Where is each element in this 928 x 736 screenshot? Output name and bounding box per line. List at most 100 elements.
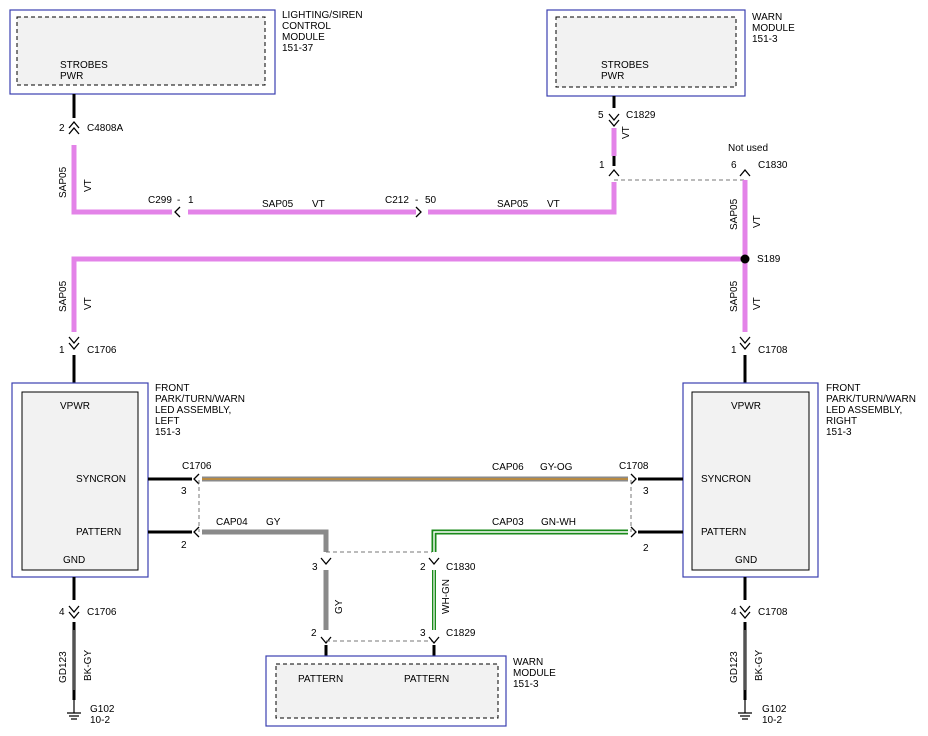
module-name-line: WARN xyxy=(513,657,543,668)
wire-color-label: VT xyxy=(547,199,560,210)
wire-color-label: GN-WH xyxy=(541,517,576,528)
pin-label-syncron: SYNCRON xyxy=(76,474,126,485)
splice-s189: S189 xyxy=(757,254,781,265)
circuit-sap05-right: Not used 6 C1830 SAP05 VT SAP05 VT S189 … xyxy=(58,143,788,332)
pin-label-gnd: GND xyxy=(735,555,757,566)
pin-number: 1 xyxy=(59,345,65,356)
pin-number: 3 xyxy=(181,486,187,497)
connector-c1708: C1708 xyxy=(619,461,649,472)
wire-color-label: WH-GN xyxy=(441,579,452,614)
wire-color-label: GY-OG xyxy=(540,462,573,473)
warn-module-top: STROBES PWR WARN MODULE 151-3 xyxy=(546,9,795,97)
module-name-line: MODULE xyxy=(513,668,556,679)
circuit-label: SAP05 xyxy=(729,280,740,312)
wire-color-label: VT xyxy=(752,297,763,310)
ground-page-ref: 10-2 xyxy=(762,715,782,726)
warn-module-bottom: PATTERN PATTERN WARN MODULE 151-3 xyxy=(265,655,556,727)
module-page-ref: 151-3 xyxy=(752,34,778,45)
pin-number: 2 xyxy=(181,540,187,551)
circuit-label: SAP05 xyxy=(497,199,529,210)
module-name-line: FRONT xyxy=(155,383,189,394)
pin-number: 2 xyxy=(420,562,426,573)
pin-number: 3 xyxy=(420,628,426,639)
pin-label-pwr: PWR xyxy=(60,71,83,82)
circuit-label: SAP05 xyxy=(58,280,69,312)
pin-number: 6 xyxy=(731,160,737,171)
ground-g102: G102 xyxy=(762,704,787,715)
pin-label-pwr: PWR xyxy=(601,71,624,82)
module-name-line: PARK/TURN/WARN xyxy=(155,394,245,405)
not-used-note: Not used xyxy=(728,143,768,154)
circuit-label: CAP04 xyxy=(216,517,248,528)
pin-number: 1 xyxy=(731,345,737,356)
pin-label-pattern: PATTERN xyxy=(701,527,746,538)
connector-c1706-pin1: 1 C1706 xyxy=(59,336,117,383)
module-name-line: RIGHT xyxy=(826,416,857,427)
pin-number: 2 xyxy=(59,123,65,134)
connector-c212: C212 xyxy=(385,195,409,206)
wire-color-label: BK-GY xyxy=(83,650,94,681)
module-name-line: MODULE xyxy=(752,23,795,34)
pin-label-pattern: PATTERN xyxy=(404,674,449,685)
connector-c1706: C1706 xyxy=(87,607,117,618)
wire-color-label: GY xyxy=(266,517,281,528)
led-assembly-left: VPWR SYNCRON PATTERN GND FRONT PARK/TURN… xyxy=(11,382,245,578)
connector-c1706: C1706 xyxy=(87,345,117,356)
connector-c1829: C1829 xyxy=(446,628,476,639)
pin-number: 5 xyxy=(598,110,604,121)
separator: - xyxy=(415,195,418,206)
module-page-ref: 151-3 xyxy=(155,427,181,438)
pin-label-vpwr: VPWR xyxy=(60,401,90,412)
module-name-line: WARN xyxy=(752,12,782,23)
ground-g102: G102 xyxy=(90,704,115,715)
module-name-line: LED ASSEMBLY, xyxy=(155,405,231,416)
pin-number: 1 xyxy=(599,160,605,171)
circuit-cap03: 2 CAP03 GN-WH 2 C1830 WH-GN 3 C1829 xyxy=(326,480,683,656)
circuit-label: CAP03 xyxy=(492,517,524,528)
ground-icon xyxy=(67,700,81,720)
module-name-line: CONTROL xyxy=(282,21,331,32)
connector-c1829: C1829 xyxy=(626,110,656,121)
pin-label-gnd: GND xyxy=(63,555,85,566)
module-name-line: PARK/TURN/WARN xyxy=(826,394,916,405)
module-name-line: FRONT xyxy=(826,383,860,394)
circuit-label: GD123 xyxy=(58,651,69,683)
pin-number: 2 xyxy=(643,543,649,554)
connector-c1708: C1708 xyxy=(758,607,788,618)
circuit-label: SAP05 xyxy=(262,199,294,210)
circuit-cap04: 2 CAP04 GY 3 GY 2 xyxy=(148,480,432,656)
pin-number: 2 xyxy=(311,628,317,639)
connector-c299: C299 xyxy=(148,195,172,206)
splice-dot xyxy=(740,254,750,264)
pin-label-pattern: PATTERN xyxy=(298,674,343,685)
connector-c1708-pin1: 1 C1708 xyxy=(731,336,788,383)
circuit-label: CAP06 xyxy=(492,462,524,473)
separator: - xyxy=(177,195,180,206)
lighting-siren-control-module: STROBES PWR LIGHTING/SIREN CONTROL MODUL… xyxy=(9,9,363,95)
connector-c1708: C1708 xyxy=(758,345,788,356)
wire-color-label: BK-GY xyxy=(754,650,765,681)
module-page-ref: 151-37 xyxy=(282,43,314,54)
pin-number: 3 xyxy=(643,486,649,497)
wire-color-label: VT xyxy=(752,215,763,228)
module-name-line: MODULE xyxy=(282,32,325,43)
pin-label-pattern: PATTERN xyxy=(76,527,121,538)
connector-c1706: C1706 xyxy=(182,461,212,472)
module-name-line: LEFT xyxy=(155,416,179,427)
pin-number: 4 xyxy=(59,607,65,618)
wire-color-label: VT xyxy=(312,199,325,210)
circuit-cap06: C1706 3 CAP06 GY-OG C1708 3 xyxy=(148,461,683,497)
circuit-sap05-top: 2 C4808A SAP05 VT C299 - 1 SAP05 VT C212… xyxy=(58,94,745,218)
led-assembly-right: VPWR SYNCRON PATTERN GND FRONT PARK/TURN… xyxy=(682,382,916,578)
pin-number: 4 xyxy=(731,607,737,618)
connector-c1830: C1830 xyxy=(446,562,476,573)
ground-circuit-right: 4 C1708 GD123 BK-GY G102 10-2 xyxy=(729,577,788,726)
wire-color-label: VT xyxy=(83,179,94,192)
wire-color-label: VT xyxy=(621,126,632,139)
ground-icon xyxy=(738,700,752,720)
pin-number: 1 xyxy=(188,195,194,206)
ground-page-ref: 10-2 xyxy=(90,715,110,726)
pin-label-strobes: STROBES xyxy=(601,60,649,71)
module-name-line: LIGHTING/SIREN xyxy=(282,10,363,21)
